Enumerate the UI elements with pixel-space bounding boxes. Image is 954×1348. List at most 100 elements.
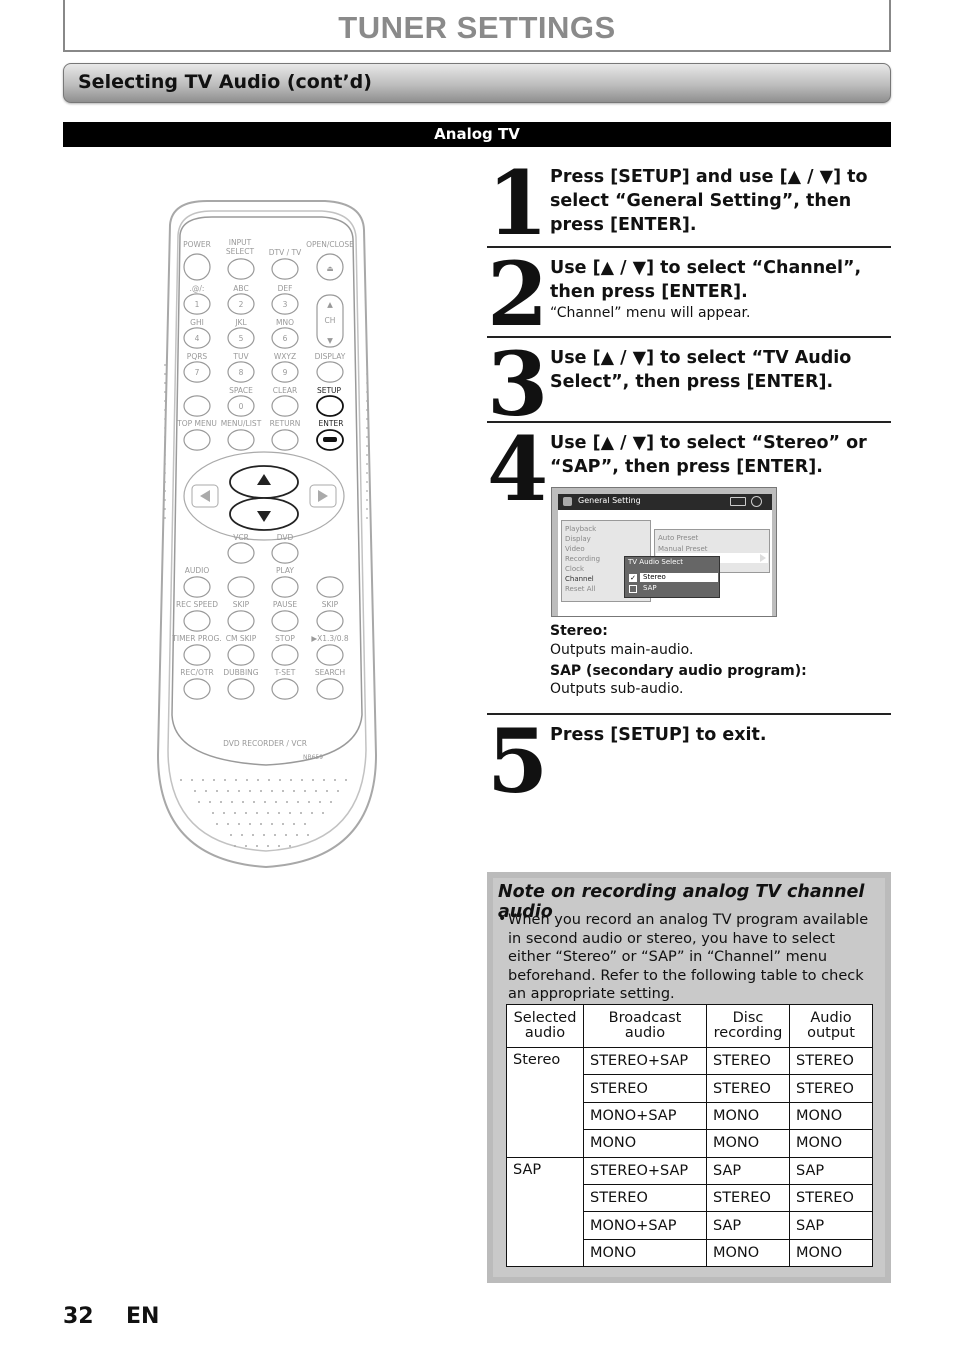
table-cell: STEREO <box>789 1074 873 1103</box>
speaker-dot <box>334 779 336 781</box>
menu-item[interactable]: Clock <box>565 565 585 573</box>
table-cell: MONO <box>706 1101 790 1131</box>
speaker-dot <box>312 779 314 781</box>
grip-dot <box>164 517 166 519</box>
remote-label: .@/: <box>190 284 205 293</box>
display-button <box>316 361 344 383</box>
transport-button <box>227 644 255 666</box>
grip-dot <box>164 373 166 375</box>
table-cell: STEREO <box>706 1046 790 1076</box>
remote-label: DUBBING <box>223 668 258 677</box>
speaker-dot <box>202 779 204 781</box>
open-close-button <box>316 253 344 281</box>
table-cell: STEREO <box>706 1183 790 1213</box>
model-label: DVD RECORDER / VCR <box>223 739 307 748</box>
speaker-dot <box>337 790 339 792</box>
remote-label: WXYZ <box>274 352 296 361</box>
step-divider <box>487 246 891 248</box>
table-row: SAP STEREO+SAP SAP SAP <box>506 1156 873 1268</box>
arrow-up-icon <box>257 474 271 485</box>
remote-label: ▶X1.3/0.8 <box>311 634 349 643</box>
table-row: STEREO STEREO STEREO <box>507 1074 873 1103</box>
step-4: 4 Use [▲ / ▼] to select “Stereo” or “SAP… <box>487 425 891 513</box>
remote-label: TUV <box>232 352 249 361</box>
table-cell: MONO <box>706 1238 790 1268</box>
digit-label: 6 <box>283 334 288 343</box>
table-cell: STEREO <box>789 1046 873 1076</box>
grip-dot <box>366 373 368 375</box>
step-number: 5 <box>487 709 548 813</box>
speaker-dot <box>242 801 244 803</box>
transport-button <box>183 644 211 666</box>
dvd-button <box>271 542 299 564</box>
table-cell: MONO+SAP <box>583 1101 707 1131</box>
step-2: 2 Use [▲ / ▼] to select “Channel”, then … <box>487 250 891 338</box>
note-body: When you record an analog TV program ava… <box>508 912 869 1002</box>
step-number: 1 <box>487 151 548 255</box>
speaker-dot <box>301 779 303 781</box>
speaker-dot <box>300 812 302 814</box>
grip-dot <box>366 382 368 384</box>
menu-item[interactable]: Display <box>565 535 591 543</box>
table-header: Audio output <box>789 1004 873 1048</box>
remote-label: ABC <box>233 284 248 293</box>
menu-item[interactable]: Video <box>565 545 585 553</box>
remote-label: DVD <box>277 533 294 542</box>
popup-option[interactable]: SAP <box>643 584 657 592</box>
page-title-box: TUNER SETTINGS <box>63 0 891 52</box>
speaker-dot <box>205 790 207 792</box>
step-divider <box>487 713 891 715</box>
submenu-item[interactable]: Auto Preset <box>658 534 699 542</box>
digit-label: 4 <box>195 334 200 343</box>
menu-item[interactable]: Recording <box>565 555 601 563</box>
speaker-dot <box>279 779 281 781</box>
menu-item[interactable]: Reset All <box>565 585 596 593</box>
page-title: TUNER SETTINGS <box>338 10 616 45</box>
grip-dot <box>366 517 368 519</box>
grip-dot <box>366 454 368 456</box>
speaker-dot <box>238 823 240 825</box>
speaker-dot <box>274 834 276 836</box>
speaker-dot <box>290 779 292 781</box>
speaker-dot <box>216 790 218 792</box>
popup-option-row-selected[interactable] <box>640 573 718 582</box>
remote-label: CM SKIP <box>226 634 257 643</box>
menu-item-selected[interactable]: Channel <box>565 575 594 583</box>
table-header: Broadcast audio <box>583 1004 707 1048</box>
submenu-item[interactable]: Manual Preset <box>658 545 708 553</box>
remote-label: TOP MENU <box>176 419 217 428</box>
step-text: Press [SETUP] to exit. <box>550 725 767 745</box>
input-select-button <box>227 258 255 280</box>
table-header: Disc recording <box>706 1004 790 1048</box>
remote-label: SEARCH <box>315 668 345 677</box>
speaker-dot <box>198 801 200 803</box>
ch-down-icon: ▼ <box>327 336 333 345</box>
table-cell: MONO <box>789 1129 873 1158</box>
speaker-dot <box>330 801 332 803</box>
transport-button <box>183 678 211 700</box>
digit-button <box>227 327 255 349</box>
step-text: Press [SETUP] and use [▲ / ▼] to select … <box>550 167 868 235</box>
speaker-dot <box>245 812 247 814</box>
speaker-dot <box>267 812 269 814</box>
speaker-dot <box>224 779 226 781</box>
speaker-dot <box>323 779 325 781</box>
menu-item[interactable]: Playback <box>565 525 597 533</box>
disc-icon <box>730 497 746 506</box>
model-code: NB659 <box>303 754 323 761</box>
table-cell-selected: SAP <box>506 1156 584 1268</box>
table-cell: MONO <box>789 1101 873 1131</box>
remote-label: VCR <box>233 533 249 542</box>
popup-option[interactable]: Stereo <box>643 573 666 581</box>
table-cell: SAP <box>789 1211 873 1240</box>
digit-label: 7 <box>195 368 200 377</box>
remote-label: REC/OTR <box>180 668 213 677</box>
speaker-dot <box>235 779 237 781</box>
digit-label: 9 <box>283 368 288 377</box>
step-text: Use [▲ / ▼] to select “Channel”, then pr… <box>550 258 862 302</box>
speaker-dot <box>322 812 324 814</box>
transport-button <box>271 644 299 666</box>
table-row: MONO MONO MONO <box>507 1129 873 1158</box>
note-title: Note on recording analog TV channel audi… <box>498 882 865 922</box>
table-cell: MONO <box>583 1238 707 1268</box>
